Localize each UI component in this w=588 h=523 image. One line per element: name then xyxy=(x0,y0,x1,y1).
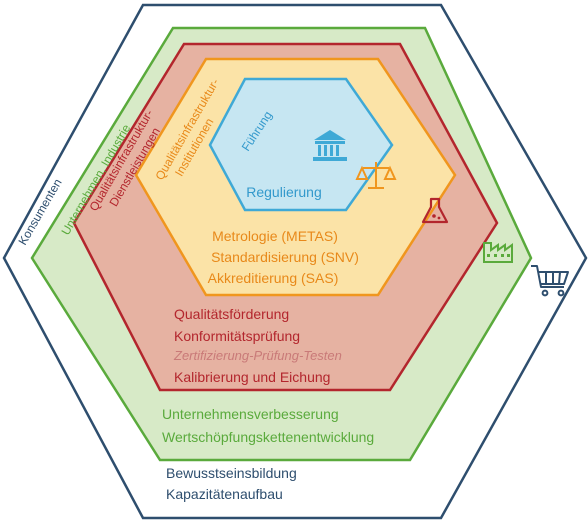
institutions-item-akkreditierung: Akkreditierung (SAS) xyxy=(208,270,339,286)
shopping-cart-icon xyxy=(531,265,569,297)
services-item-qualitaetsfoerderung: Qualitätsförderung xyxy=(174,306,289,322)
consumers-item-bewusstseinsbildung: Bewusstseinsbildung xyxy=(166,465,297,481)
balance-scale-icon xyxy=(355,162,397,189)
services-subnote: Zertifizierung-Prüfung-Testen xyxy=(173,348,342,363)
institutions-item-metrologie: Metrologie (METAS) xyxy=(212,228,338,244)
institutions-item-standardisierung: Standardisierung (SNV) xyxy=(211,249,359,265)
bank-building-icon xyxy=(313,130,347,161)
consumers-item-kapazitaetenaufbau: Kapazitätenaufbau xyxy=(166,486,283,502)
industry-item-unternehmensverbesserung: Unternehmensverbesserung xyxy=(162,406,339,422)
lab-flask-icon xyxy=(421,197,449,224)
industry-item-wertschoepfung: Wertschöpfungskettenentwicklung xyxy=(162,429,374,445)
core-label-regulierung: Regulierung xyxy=(246,184,322,200)
core-hexagon xyxy=(208,77,394,212)
factory-icon xyxy=(483,242,513,263)
services-item-kalibrierung: Kalibrierung und Eichung xyxy=(174,369,330,385)
services-item-konformitaetspruefung: Konformitätsprüfung xyxy=(174,328,300,344)
